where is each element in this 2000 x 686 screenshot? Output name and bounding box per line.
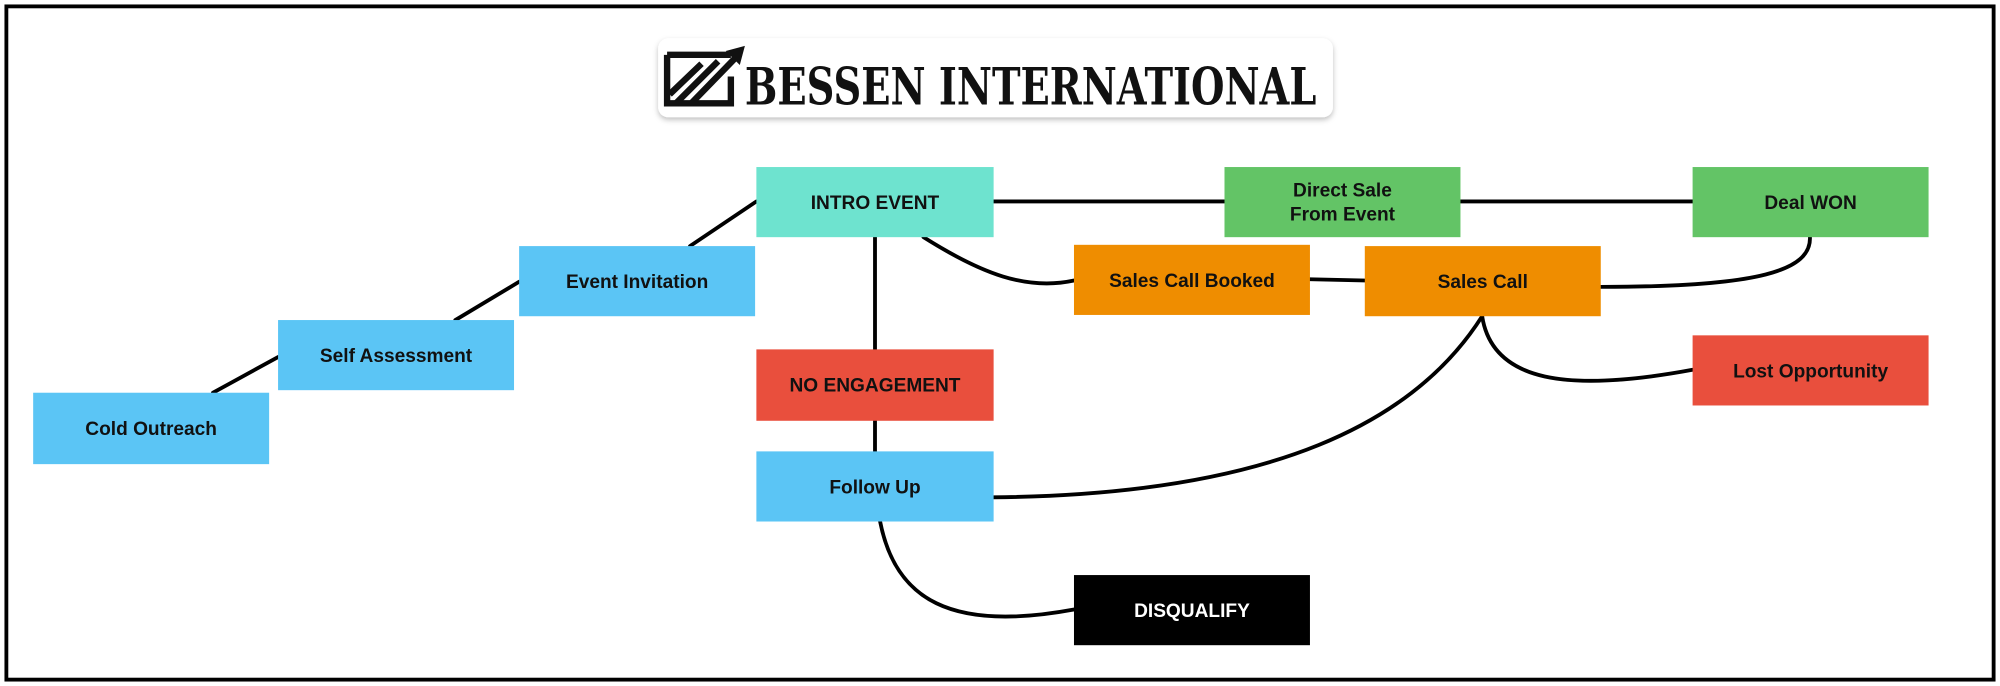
node-label: Deal WON: [1764, 193, 1856, 214]
edge-booked-to-call: [1308, 277, 1367, 283]
node-deal-won[interactable]: Deal WON: [1692, 167, 1929, 238]
logo: BESSEN INTERNATIONAL: [658, 38, 1333, 118]
node-label: Sales Call Booked: [1109, 271, 1275, 292]
node-label: Event Invitation: [566, 272, 708, 293]
edge-invite-to-intro: [688, 199, 759, 249]
node-label: Cold Outreach: [85, 419, 217, 440]
node-disqualify[interactable]: DISQUALIFY: [1073, 575, 1310, 646]
node-no-engagement[interactable]: NO ENGAGEMENT: [756, 349, 994, 421]
node-label: INTRO EVENT: [811, 193, 940, 214]
edge-call-to-won: [1598, 235, 1812, 289]
node-follow-up[interactable]: Follow Up: [756, 451, 994, 522]
node-intro-event[interactable]: INTRO EVENT: [756, 167, 994, 238]
logo-card: [658, 38, 1333, 118]
node-label: Lost Opportunity: [1733, 361, 1888, 382]
node-lost-opportunity[interactable]: Lost Opportunity: [1692, 335, 1929, 406]
node-label: Sales Call: [1438, 272, 1528, 293]
edge-followup-to-disqualify: [878, 519, 1076, 619]
connectors: [211, 199, 1812, 619]
node-direct-sale-from-event[interactable]: Direct Sale From Event: [1224, 167, 1461, 238]
edge-self-to-invite: [453, 279, 522, 322]
logo-text: BESSEN INTERNATIONAL: [745, 58, 1316, 118]
edge-intro-to-booked: [921, 235, 1076, 286]
node-label-line2: From Event: [1290, 205, 1396, 226]
node-label: DISQUALIFY: [1134, 601, 1250, 622]
node-cold-outreach[interactable]: Cold Outreach: [33, 392, 270, 465]
node-event-invitation[interactable]: Event Invitation: [519, 246, 756, 317]
node-label: Follow Up: [829, 477, 920, 498]
edge-cold-to-self: [211, 355, 280, 395]
edge-call-to-lost: [1480, 314, 1695, 383]
node-label: Self Assessment: [320, 346, 473, 367]
edge-followup-to-call: [991, 314, 1485, 500]
node-sales-call[interactable]: Sales Call: [1364, 246, 1601, 317]
node-self-assessment[interactable]: Self Assessment: [278, 320, 515, 391]
chart-arrow-icon: [663, 45, 745, 107]
node-sales-call-booked[interactable]: Sales Call Booked: [1073, 244, 1310, 315]
node-label-line1: Direct Sale: [1293, 180, 1392, 201]
node-label: NO ENGAGEMENT: [790, 375, 961, 396]
